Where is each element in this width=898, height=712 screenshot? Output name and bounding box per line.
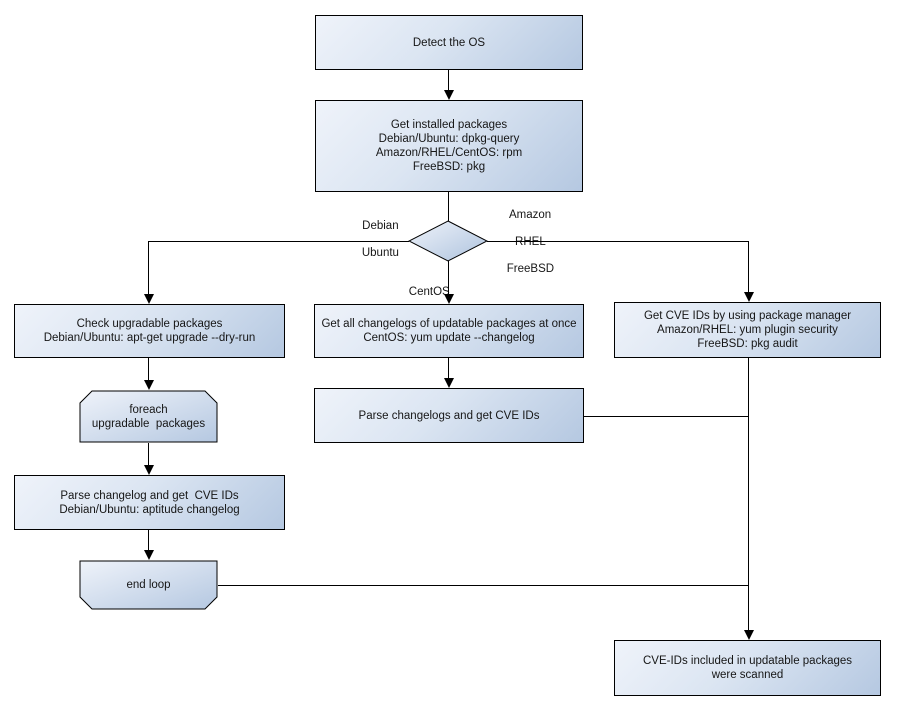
node-get-all-changelogs: Get all changelogs of updatable packages…: [314, 304, 584, 358]
branch-label-amazon-rhel-freebsd: Amazon RHEL FreeBSD: [494, 195, 554, 290]
node-text: end loop: [126, 579, 171, 591]
connector: [748, 241, 749, 293]
node-parse-changelogs-mid: Parse changelogs and get CVE IDs: [314, 388, 584, 443]
arrowhead-icon: [144, 550, 154, 560]
node-os-decision-diamond: [408, 220, 488, 262]
node-text: foreach: [129, 403, 168, 416]
arrowhead-icon: [444, 90, 454, 100]
connector: [148, 530, 149, 551]
diamond-shape-icon: [408, 220, 488, 262]
connector: [218, 585, 748, 586]
branch-label-line: FreeBSD: [506, 262, 555, 275]
arrowhead-icon: [444, 294, 454, 304]
node-text: upgradable packages: [91, 417, 206, 430]
node-text: FreeBSD: pkg: [412, 161, 486, 173]
branch-label-line: Debian: [362, 219, 399, 232]
arrowhead-icon: [144, 294, 154, 304]
connector: [448, 70, 449, 91]
node-text: were scanned: [711, 669, 784, 681]
arrowhead-icon: [444, 378, 454, 388]
node-text: Amazon/RHEL: yum plugin security: [657, 324, 838, 336]
node-text: Amazon/RHEL/CentOS: rpm: [375, 147, 523, 159]
node-text: Parse changelogs and get CVE IDs: [358, 409, 540, 422]
arrowhead-icon: [144, 465, 154, 475]
branch-label-debian-ubuntu: Debian Ubuntu: [344, 206, 404, 274]
connector: [448, 358, 449, 379]
node-text: Get installed packages: [390, 119, 508, 131]
node-text: Debian/Ubuntu: dpkg-query: [378, 133, 520, 145]
node-detect-os: Detect the OS: [315, 15, 583, 70]
node-text: Get all changelogs of updatable packages…: [321, 318, 577, 330]
node-get-installed-packages: Get installed packages Debian/Ubuntu: dp…: [315, 100, 583, 192]
branch-label-line: Amazon: [508, 208, 552, 221]
node-scanned-result: CVE-IDs included in updatable packages w…: [614, 640, 881, 696]
connector: [448, 192, 449, 221]
branch-label-line: Ubuntu: [361, 246, 399, 259]
connector: [148, 358, 149, 381]
node-foreach-loop: foreach upgradable packages: [79, 390, 218, 443]
connector: [148, 241, 409, 242]
connector: [448, 261, 449, 295]
connector: [584, 416, 748, 417]
loop-start-shape-icon: [79, 390, 218, 443]
arrowhead-icon: [744, 292, 754, 302]
node-text: CentOS: yum update --changelog: [363, 332, 535, 344]
node-text: Parse changelog and get CVE IDs: [60, 489, 239, 502]
node-parse-changelog-left: Parse changelog and get CVE IDs Debian/U…: [14, 475, 285, 530]
node-text: Check upgradable packages: [76, 318, 223, 330]
branch-label-centos: CentOS: [396, 272, 450, 313]
connector: [748, 358, 749, 631]
loop-end-shape-icon: [79, 560, 218, 610]
node-text: FreeBSD: pkg audit: [697, 338, 798, 350]
connector: [487, 241, 748, 242]
arrowhead-icon: [144, 380, 154, 390]
arrowhead-icon: [744, 630, 754, 640]
node-end-loop: end loop: [79, 560, 218, 610]
node-text: Debian/Ubuntu: aptitude changelog: [59, 503, 240, 516]
connector: [148, 443, 149, 466]
node-text: Detect the OS: [412, 36, 486, 49]
connector: [148, 241, 149, 295]
node-text: Debian/Ubuntu: apt-get upgrade --dry-run: [43, 332, 256, 344]
node-check-upgradable: Check upgradable packages Debian/Ubuntu:…: [14, 304, 285, 358]
node-get-cve-ids-right: Get CVE IDs by using package manager Ama…: [614, 302, 881, 358]
branch-label-line: CentOS: [408, 285, 450, 298]
node-text: Get CVE IDs by using package manager: [643, 310, 852, 322]
node-text: CVE-IDs included in updatable packages: [642, 655, 853, 667]
